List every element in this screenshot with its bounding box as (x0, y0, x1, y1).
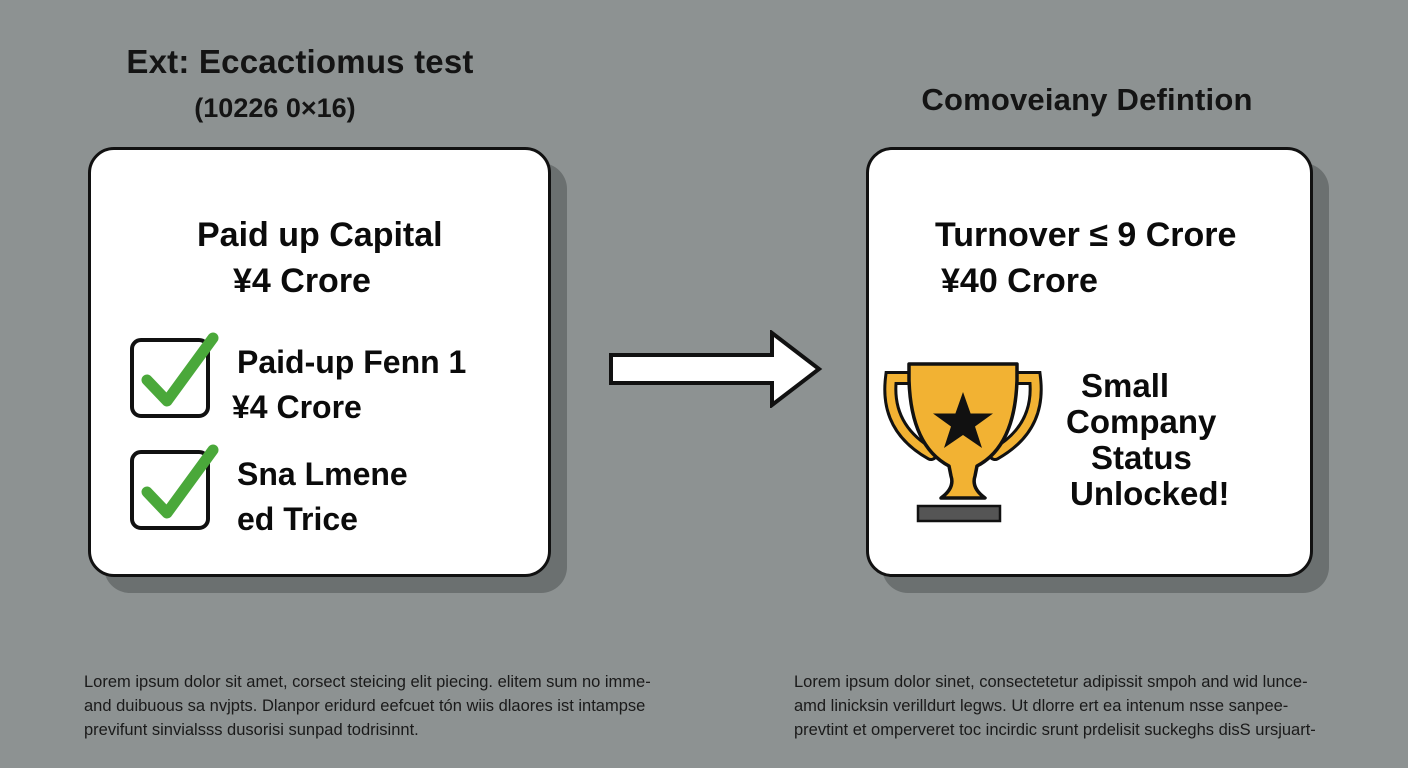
status-line: Company (1066, 403, 1217, 440)
paragraph-line: and duibuous sa nvjpts. Dlanpor eridurd … (84, 697, 646, 715)
arrow-right-icon (609, 330, 823, 408)
checkbox-checked-icon (130, 332, 219, 418)
checklist-item-line1: Sna Lmene (237, 456, 408, 492)
checklist-item-line1: Paid-up Fenn 1 (237, 344, 467, 380)
status-text: Small Company Status Unlocked! (1061, 368, 1251, 512)
right-card: Turnover ≤ 9 Crore ¥40 Crore Small Compa… (866, 147, 1313, 577)
right-card-heading: Turnover ≤ 9 Crore (935, 216, 1237, 254)
right-title: Comoveiany Defintion (921, 82, 1253, 117)
left-description: Lorem ipsum dolor sit amet, corsect stei… (84, 670, 651, 742)
checklist-item: Sna Lmene ed Trice (129, 442, 529, 542)
status-line: Status (1091, 439, 1192, 476)
trophy-star-icon (883, 362, 1043, 523)
left-card: Paid up Capital ¥4 Crore Paid-up Fenn 1 … (88, 147, 551, 577)
left-card-amount: ¥4 Crore (233, 262, 371, 300)
checklist-item-line2: ¥4 Crore (232, 389, 362, 425)
status-line: Small (1081, 367, 1170, 404)
left-title: Ext: Eccactiomus test (126, 43, 474, 80)
right-description: Lorem ipsum dolor sinet, consectetetur a… (794, 670, 1316, 742)
left-card-heading: Paid up Capital (197, 216, 443, 254)
status-line: Unlocked! (1070, 475, 1230, 512)
left-subtitle: (10226 0×16) (194, 93, 356, 123)
checkbox-checked-icon (130, 444, 219, 530)
paragraph-line: Lorem ipsum dolor sit amet, corsect stei… (84, 673, 651, 691)
paragraph-line: amd linicksin verilldurt legws. Ut dlorr… (794, 697, 1289, 715)
checklist-item-line2: ed Trice (237, 501, 358, 537)
checklist-item: Paid-up Fenn 1 ¥4 Crore (129, 330, 529, 430)
right-card-amount: ¥40 Crore (941, 262, 1098, 300)
paragraph-line: prevtint et omperveret toc incirdic srun… (794, 721, 1316, 739)
paragraph-line: previfunt sinvialsss dusorisi sunpad tod… (84, 721, 419, 739)
paragraph-line: Lorem ipsum dolor sinet, consectetetur a… (794, 673, 1308, 691)
